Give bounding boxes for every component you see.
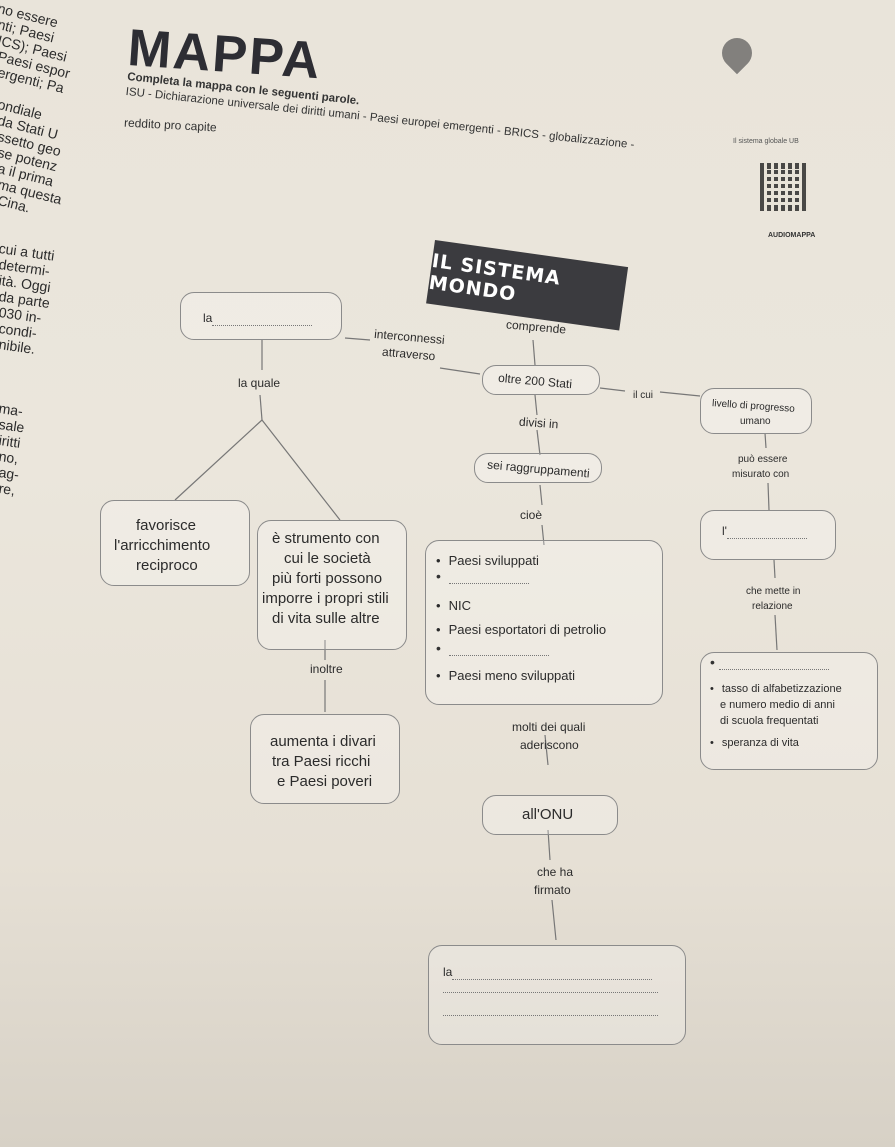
box-la-blank [180, 292, 342, 340]
indicator-alfabetizzazione: tasso di alfabetizzazione [710, 682, 842, 697]
label-strumento-3: più forti possono [272, 570, 383, 587]
label-firmato: firmato [534, 883, 571, 897]
indicator-speranza: speranza di vita [710, 736, 799, 751]
label-divari-3: e Paesi poveri [277, 773, 373, 790]
label-onu: all'ONU [522, 806, 574, 823]
label-misurato-1: può essere [738, 454, 788, 465]
audiomappa-label: AUDIOMAPPA [768, 232, 816, 239]
blank-field-bottom-1[interactable] [452, 969, 653, 980]
label-la: la [203, 311, 313, 326]
label-strumento-5: di vita sulle altre [272, 610, 380, 627]
group-paesi-esportatori: Paesi esportatori di petrolio [436, 622, 607, 637]
label-mette-2: relazione [752, 601, 793, 612]
box-oltre-200-stati [482, 365, 600, 395]
label-favorisce: favorisce [136, 517, 197, 534]
label-che-ha: che ha [537, 865, 574, 879]
box-favorisce [100, 500, 250, 586]
group-paesi-meno-sviluppati: Paesi meno sviluppati [436, 668, 575, 683]
box-l-blank [700, 510, 836, 560]
label-aderiscono: aderiscono [520, 738, 579, 752]
qr-code-icon[interactable] [760, 163, 808, 211]
group-paesi-sviluppati: Paesi sviluppati [436, 553, 539, 568]
box-livello [700, 388, 812, 434]
group-nic: NIC [436, 598, 471, 613]
l-prefix: l' [722, 524, 727, 538]
box-strumento [257, 520, 407, 650]
label-strumento-4: imporre i propri stili [262, 590, 389, 607]
group-blank-1[interactable]: • [436, 568, 529, 584]
label-reciproco: reciproco [136, 557, 198, 574]
label-divari-2: tra Paesi ricchi [272, 753, 371, 770]
label-l: l' [722, 524, 807, 539]
indicator-anni-2: di scuola frequentati [720, 715, 819, 727]
la-bottom-prefix: la [443, 965, 453, 979]
label-divari-1: aumenta i divari [270, 733, 376, 750]
box-sei-raggruppamenti [474, 453, 602, 483]
label-misurato-2: misurato con [732, 469, 790, 480]
label-la-bottom: la [443, 965, 653, 980]
label-molti: molti dei quali [512, 720, 586, 734]
side-label: Il sistema globale UB [733, 138, 799, 145]
blank-field-bottom-2[interactable] [443, 992, 658, 993]
blank-field-l[interactable] [726, 528, 807, 539]
group-blank-2[interactable]: • [436, 640, 549, 656]
indicator-blank[interactable]: • [710, 654, 829, 670]
blank-field-bottom-3[interactable] [443, 1015, 658, 1016]
box-onu [482, 795, 618, 835]
la-prefix: la [203, 311, 213, 325]
label-strumento-2: cui le società [284, 550, 371, 567]
box-la-bottom [428, 945, 686, 1045]
label-il-cui: il cui [633, 390, 654, 401]
label-cioe: cioè [520, 508, 543, 522]
indicator-anni-1: e numero medio di anni [720, 699, 835, 711]
label-livello-2: umano [740, 416, 771, 427]
label-mette-1: che mette in [746, 586, 801, 597]
blank-field[interactable] [212, 315, 313, 326]
label-divisi: divisi in [518, 414, 559, 432]
label-strumento-1: è strumento con [272, 530, 380, 547]
box-divari [250, 714, 400, 804]
label-arricchimento: l'arricchimento [114, 537, 211, 554]
label-la-quale: la quale [238, 376, 281, 390]
label-inoltre: inoltre [310, 662, 343, 676]
